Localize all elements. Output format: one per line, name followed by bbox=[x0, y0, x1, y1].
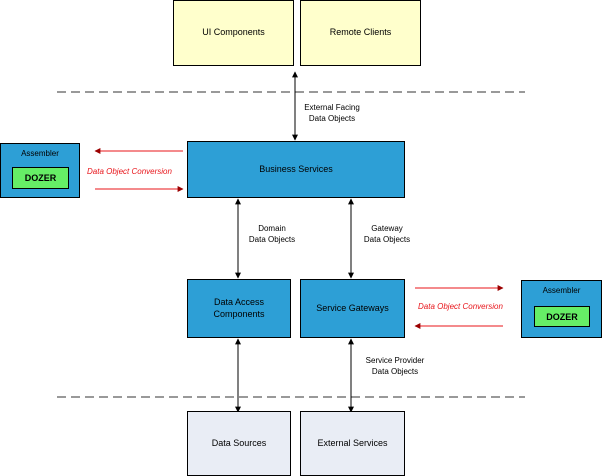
conversion-left-label: Data Object Conversion bbox=[87, 167, 172, 176]
remote-clients-box: Remote Clients bbox=[300, 0, 421, 66]
ui-components-label: UI Components bbox=[202, 27, 265, 38]
business-services-box: Business Services bbox=[187, 141, 405, 198]
data-sources-label: Data Sources bbox=[211, 437, 267, 448]
assembler-right: Assembler DOZER bbox=[521, 280, 602, 338]
assembler-left-title: Assembler bbox=[21, 149, 59, 158]
gateway-data-objects-label: Gateway Data Objects bbox=[363, 224, 411, 244]
business-services-label: Business Services bbox=[259, 163, 333, 174]
remote-clients-label: Remote Clients bbox=[329, 27, 392, 38]
assembler-left: Assembler DOZER bbox=[0, 143, 80, 198]
ui-components-box: UI Components bbox=[173, 0, 294, 66]
external-services-box: External Services bbox=[300, 411, 405, 476]
service-gateways-box: Service Gateways bbox=[300, 279, 405, 338]
conversion-right-label: Data Object Conversion bbox=[418, 302, 503, 311]
external-facing-label: External Facing Data Objects bbox=[304, 103, 360, 123]
data-sources-box: Data Sources bbox=[187, 411, 291, 476]
data-access-components-box: Data Access Components bbox=[187, 279, 291, 338]
dozer-left: DOZER bbox=[12, 167, 69, 189]
dozer-right: DOZER bbox=[534, 306, 590, 327]
service-provider-data-objects-label: Service Provider Data Objects bbox=[365, 356, 425, 376]
service-gateways-label: Service Gateways bbox=[316, 302, 389, 313]
external-services-label: External Services bbox=[317, 437, 388, 448]
domain-data-objects-label: Domain Data Objects bbox=[248, 224, 296, 244]
assembler-right-title: Assembler bbox=[542, 286, 581, 295]
data-access-components-label: Data Access Components bbox=[213, 297, 265, 319]
